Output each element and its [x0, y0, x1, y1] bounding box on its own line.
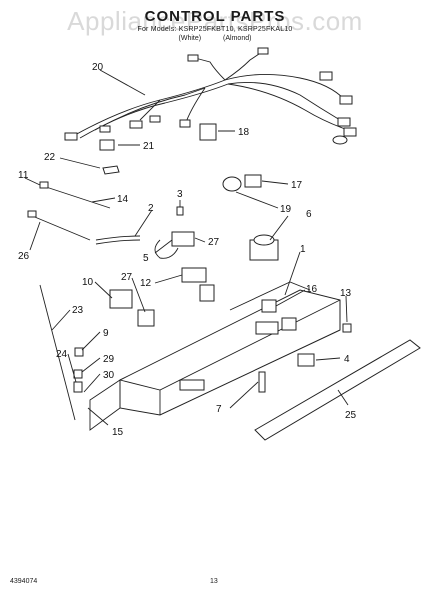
variant-white: (White)	[178, 35, 202, 42]
callout-27: 27	[208, 237, 220, 248]
label-27b	[137, 309, 155, 327]
callout-9: 9	[103, 328, 109, 339]
callout-6: 6	[306, 209, 312, 220]
sensor-26	[27, 210, 37, 218]
trim-25	[254, 339, 421, 441]
callout-23: 23	[72, 305, 84, 316]
screw-9	[74, 347, 84, 357]
part-11	[39, 181, 49, 189]
page-title: CONTROL PARTS	[144, 8, 286, 25]
callout-12: 12	[140, 278, 152, 289]
callout-11: 11	[18, 170, 29, 181]
control-housing	[89, 281, 341, 431]
callout-5: 5	[143, 253, 149, 264]
callout-25: 25	[345, 410, 357, 421]
plate-18	[199, 123, 217, 141]
washer-29	[73, 369, 83, 379]
callout-20: 20	[92, 62, 104, 73]
callout-26: 26	[18, 251, 30, 262]
clip-22	[102, 165, 120, 175]
connector-21	[99, 139, 115, 151]
callout-labels: 20 21 18 22 11 14 3 17 19 2 6 27 5 26 1 …	[18, 62, 357, 438]
callout-3: 3	[177, 189, 183, 200]
model-subtitle: For Models: KSRP25FKBT10, KSRP25FKAL10	[137, 26, 293, 33]
clip-4	[297, 353, 315, 367]
callout-22: 22	[44, 152, 56, 163]
screw-7	[258, 371, 266, 393]
bracket-10	[109, 289, 133, 309]
bracket-12	[181, 267, 207, 283]
tube-14	[39, 184, 111, 209]
variant-almond: (Almond)	[223, 35, 252, 42]
callout-1: 1	[300, 244, 306, 255]
thermostat-5	[171, 231, 195, 247]
callout-24: 24	[56, 349, 68, 360]
lamp-socket-17	[244, 174, 262, 188]
color-variants: (White) (Almond)	[0, 35, 430, 42]
rod-23	[39, 284, 76, 421]
callout-4: 4	[344, 354, 350, 365]
screw-3	[176, 206, 184, 216]
callout-29: 29	[103, 354, 115, 365]
callout-13: 13	[340, 288, 352, 299]
lamp-17	[222, 176, 242, 192]
document-number: 4394074	[10, 578, 38, 585]
callout-2: 2	[148, 203, 154, 214]
wiring-harness	[64, 47, 357, 145]
callout-7: 7	[216, 404, 222, 415]
callout-18: 18	[238, 127, 250, 138]
nut-24	[73, 381, 83, 393]
page-number: 13	[210, 578, 218, 585]
callout-27b: 27	[121, 272, 133, 283]
callout-10: 10	[82, 277, 94, 288]
callout-17: 17	[291, 180, 303, 191]
switch-16	[261, 299, 277, 313]
label-27	[199, 284, 215, 302]
callout-14: 14	[117, 194, 129, 205]
screw-13	[342, 323, 352, 333]
callout-21: 21	[143, 141, 155, 152]
callout-30: 30	[103, 370, 115, 381]
leader-lines	[24, 69, 349, 426]
callout-16: 16	[306, 284, 318, 295]
callout-15: 15	[112, 427, 124, 438]
callout-19: 19	[280, 204, 292, 215]
